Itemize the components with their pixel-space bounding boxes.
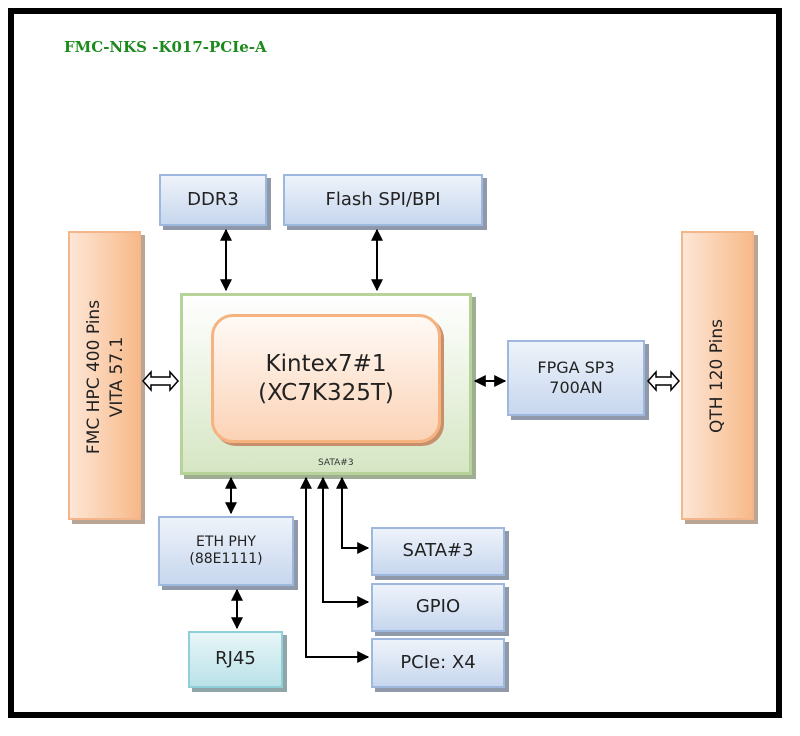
gpio-block: GPIO [371,583,505,632]
flash-block: Flash SPI/BPI [283,174,483,226]
eth-phy-line1: ETH PHY [196,533,256,550]
diagram-title: FMC-NKS -K017-PCIe-A [64,38,267,56]
spartan3-line1: FPGA SP3 [537,358,615,377]
fmc-connector-block [68,231,141,520]
pcie-label: PCIe: X4 [400,651,476,673]
gpio-label: GPIO [415,596,461,618]
rj45-block: RJ45 [188,631,283,688]
pcie-block: PCIe: X4 [371,638,505,688]
kintex7-fpga-block: Kintex7#1 (XC7K325T) [211,314,441,443]
kintex7-part: (XC7K325T) [258,379,394,406]
spartan3-line2: 700AN [549,378,603,397]
kintex7-name: Kintex7#1 [265,350,387,377]
sp3-qth-bus-arrow [646,370,681,392]
sata-label: SATA#3 [402,540,474,562]
qth-connector-block [681,231,754,520]
fpga-sata-port-label: SATA#3 [318,458,354,468]
fpga-gpio-arrow [317,476,370,608]
ddr3-label: DDR3 [187,188,239,210]
ddr3-block: DDR3 [159,174,267,226]
fmc-fpga-bus-arrow [141,370,180,392]
fpga-sata-arrow [336,476,370,554]
fpga-pcie-arrow [300,476,370,663]
spartan3-fpga-block: FPGA SP3 700AN [507,340,645,416]
flash-label: Flash SPI/BPI [325,188,441,210]
sata-block: SATA#3 [371,527,505,576]
eth-phy-line2: (88E1111) [189,551,263,567]
rj45-label: RJ45 [215,648,256,670]
eth-phy-block: ETH PHY (88E1111) [158,516,294,586]
